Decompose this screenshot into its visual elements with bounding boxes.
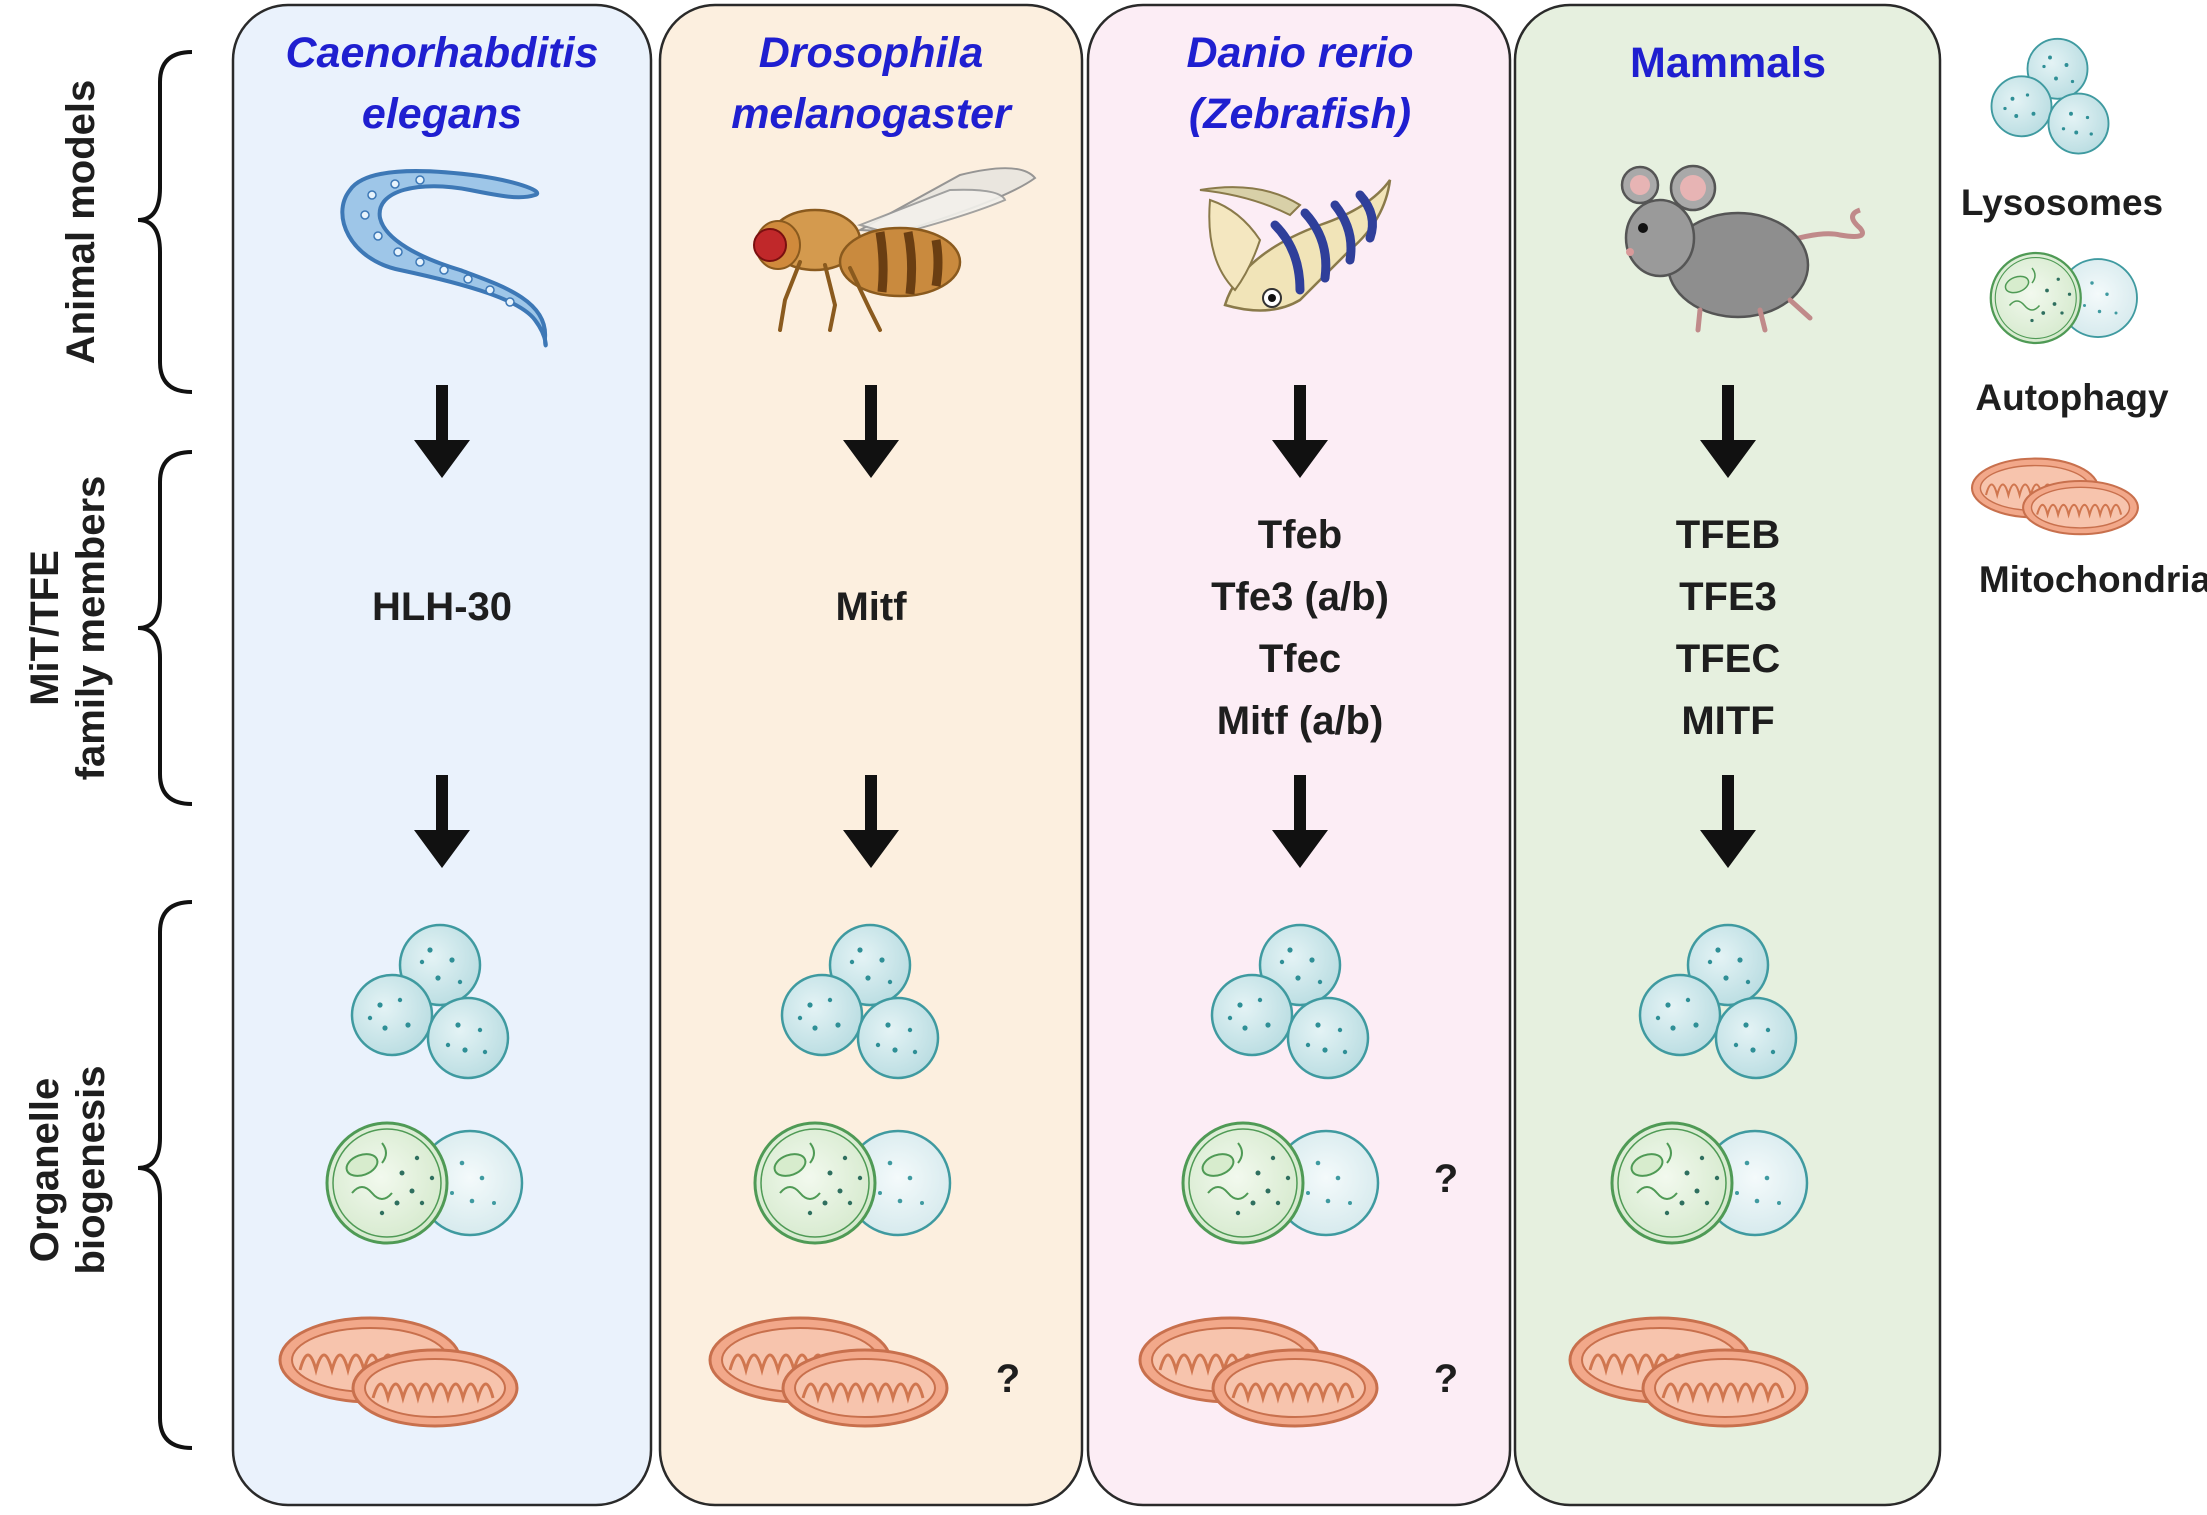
- bracket-animal-models: [137, 50, 193, 394]
- column-title-mammals: Mammals: [1630, 39, 1826, 87]
- bracket-mit-tfe: [137, 450, 193, 806]
- autophagy-icon: [753, 1121, 952, 1245]
- legend: Lysosomes Autophagy Mitochondria: [1961, 37, 2207, 600]
- mouse-icon: [1620, 164, 1865, 333]
- legend-autophagy-icon: [1989, 251, 2139, 345]
- column-title-drosophila-line2: melanogaster: [731, 90, 1013, 138]
- gene-label: HLH-30: [372, 585, 512, 629]
- uncertain-mark: ?: [996, 1357, 1020, 1401]
- row-label-mit-line2: family members: [69, 476, 113, 781]
- worm-icon: [340, 169, 548, 348]
- legend-lysosome-icon: [1990, 37, 2110, 155]
- legend-lysosomes-label: Lysosomes: [1961, 182, 2163, 223]
- gene-label: TFEC: [1676, 637, 1780, 681]
- row-label-mit-line1: MiT/TFE: [23, 550, 67, 706]
- column-title-zebrafish-line2: (Zebrafish): [1189, 90, 1411, 138]
- gene-label: Mitf: [835, 585, 907, 629]
- autophagy-icon: [1181, 1121, 1380, 1245]
- gene-label: Tfe3 (a/b): [1211, 575, 1389, 619]
- uncertain-mark: ?: [1434, 1357, 1458, 1401]
- legend-mitochondria-label: Mitochondria: [1979, 559, 2207, 600]
- bracket-organelle: [137, 900, 193, 1450]
- autophagy-icon: [1610, 1121, 1809, 1245]
- gene-label: TFEB: [1676, 513, 1780, 557]
- column-title-celegans-line1: Caenorhabditis: [286, 29, 599, 77]
- uncertain-mark: ?: [1434, 1157, 1458, 1201]
- column-panel-drosophila: [658, 3, 1084, 1507]
- column-panel-celegans: [231, 3, 653, 1507]
- gene-label: Mitf (a/b): [1217, 699, 1384, 743]
- gene-label: MITF: [1681, 699, 1774, 743]
- row-label-org-line1: Organelle: [23, 1078, 67, 1263]
- zebrafish-icon: [1199, 179, 1392, 312]
- row-label-animal-models: Animal models: [59, 80, 103, 365]
- row-label-org-line2: biogenesis: [69, 1066, 113, 1275]
- legend-mitochondria-icon: [1970, 457, 2139, 536]
- column-title-zebrafish-line1: Danio rerio: [1187, 29, 1414, 77]
- gene-label: Tfec: [1259, 637, 1341, 681]
- column-panel-mammals: [1513, 3, 1942, 1507]
- column-title-celegans-line2: elegans: [362, 90, 522, 138]
- legend-autophagy-label: Autophagy: [1975, 377, 2169, 418]
- column-title-drosophila-line1: Drosophila: [759, 29, 984, 77]
- fly-icon: [753, 167, 1037, 332]
- gene-label: Tfeb: [1258, 513, 1342, 557]
- gene-label: TFE3: [1679, 575, 1777, 619]
- autophagy-icon: [325, 1121, 524, 1245]
- column-panel-zebrafish: [1086, 3, 1512, 1507]
